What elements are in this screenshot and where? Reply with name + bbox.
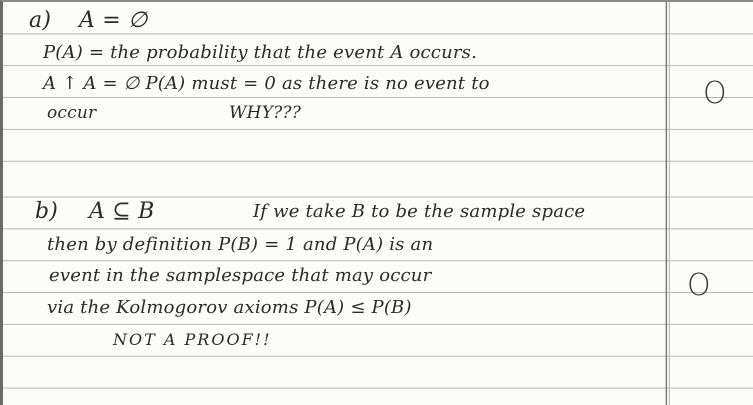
part-b-subset: A ⊆ B bbox=[89, 199, 155, 224]
part-b-line-2: then by definition P(B) = 1 and P(A) is … bbox=[47, 234, 434, 255]
part-a-grade-mark: O bbox=[703, 76, 727, 111]
part-a-set-definition: A = ∅ bbox=[79, 8, 148, 33]
part-b-not-a-proof: NOT A PROOF!! bbox=[113, 330, 272, 349]
part-a-label: a) bbox=[29, 8, 52, 33]
part-b-line-1: If we take B to be the sample space bbox=[253, 201, 586, 222]
part-a-line-2: P(A) = the probability that the event A … bbox=[43, 42, 478, 63]
part-a-line-4: occur bbox=[47, 103, 97, 123]
part-b-line-4: via the Kolmogorov axioms P(A) ≤ P(B) bbox=[47, 297, 412, 318]
part-b-grade-mark: O bbox=[687, 268, 711, 303]
part-a-line-3: A ↑ A = ∅ P(A) must = 0 as there is no e… bbox=[43, 73, 490, 94]
part-a-why-note: WHY??? bbox=[229, 103, 302, 123]
part-b-label: b) bbox=[35, 199, 59, 224]
ruled-lines bbox=[3, 2, 753, 405]
part-b-line-3: event in the samplespace that may occur bbox=[49, 265, 432, 286]
